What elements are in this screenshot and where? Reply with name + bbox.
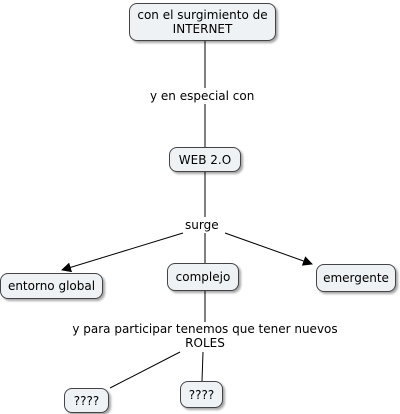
node-web20-text: WEB 2.O bbox=[178, 152, 232, 167]
node-complejo-text: complejo bbox=[175, 270, 231, 284]
link-label-roles-text: y para participar tenemos que tener nuev… bbox=[72, 322, 338, 350]
node-entorno-global[interactable]: entorno global bbox=[0, 273, 103, 299]
node-complejo[interactable]: complejo bbox=[167, 263, 239, 291]
link-label-surge: surge bbox=[185, 218, 219, 232]
edge-surge-to-emergente bbox=[224, 232, 313, 266]
edge-surge-to-entorno bbox=[61, 232, 184, 273]
edge-roles-to-q1 bbox=[109, 351, 181, 389]
node-internet[interactable]: con el surgimiento de INTERNET bbox=[129, 3, 276, 41]
node-internet-text: con el surgimiento de INTERNET bbox=[137, 8, 268, 36]
node-unknown-role-1-text: ???? bbox=[73, 393, 100, 408]
node-unknown-role-1[interactable]: ???? bbox=[64, 388, 109, 413]
edge-roles-to-q2 bbox=[201, 351, 204, 382]
node-entorno-global-text: entorno global bbox=[7, 279, 96, 293]
node-emergente-text: emergente bbox=[323, 271, 389, 285]
link-label-en-especial: y en especial con bbox=[150, 89, 255, 103]
node-emergente[interactable]: emergente bbox=[316, 264, 396, 292]
link-label-roles: y para participar tenemos que tener nuev… bbox=[68, 322, 342, 350]
node-unknown-role-2[interactable]: ???? bbox=[180, 381, 223, 408]
node-web20[interactable]: WEB 2.O bbox=[169, 147, 241, 172]
node-unknown-role-2-text: ???? bbox=[188, 387, 215, 402]
